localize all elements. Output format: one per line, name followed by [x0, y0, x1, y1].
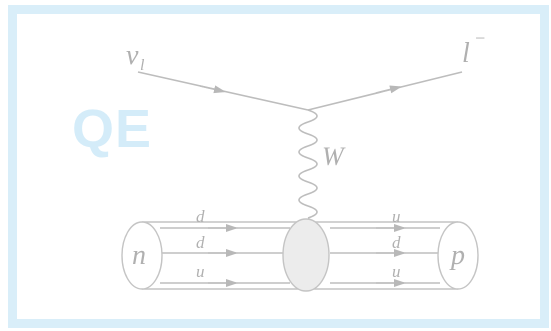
label-quark-in-1: d [196, 207, 205, 226]
label-quark-in-2: d [196, 233, 205, 252]
neutron-ellipse [121, 221, 163, 290]
label-quark-out-2: d [392, 233, 401, 252]
lepton-arrow [375, 85, 402, 94]
label-quark-out-3: u [392, 262, 401, 281]
label-quark-in-3: u [196, 262, 205, 281]
label-neutron: n [132, 240, 146, 271]
label-neutrino-sub: l [140, 57, 145, 74]
label-w-boson: W [322, 142, 346, 171]
diagram-title: QE [72, 99, 153, 159]
label-proton: p [449, 240, 465, 271]
label-neutrino: v [126, 40, 139, 71]
label-lepton: l [462, 38, 470, 69]
proton-ellipse [437, 221, 479, 290]
label-lepton-sup: − [474, 28, 486, 48]
neutrino-arrow [199, 85, 226, 94]
interaction-blob [282, 218, 330, 292]
w-boson-line [298, 109, 318, 219]
diagram-frame [8, 5, 549, 328]
label-quark-out-1: u [392, 207, 401, 226]
